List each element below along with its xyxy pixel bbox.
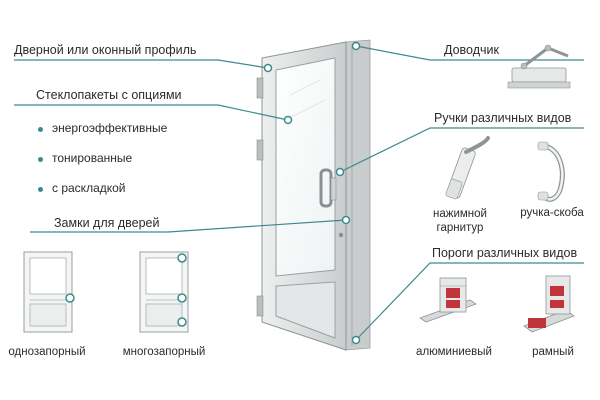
handle-type-pull: ручка-скоба	[520, 207, 584, 219]
multi-lock-door	[139, 251, 189, 333]
aluminium-threshold-icon	[419, 277, 477, 323]
label-handles: Ручки различных видов	[434, 111, 572, 125]
single-lock-door	[23, 251, 75, 333]
label-thresholds: Пороги различных видов	[432, 246, 578, 260]
bullet-3	[38, 187, 43, 192]
main-door	[256, 39, 371, 351]
glass-option-2: тонированные	[52, 151, 133, 165]
label-locks: Замки для дверей	[54, 216, 160, 230]
label-profile: Дверной или оконный профиль	[14, 43, 197, 57]
pull-handle-icon	[537, 141, 565, 202]
press-handle-icon	[445, 136, 490, 200]
lock-type-multi: многозапорный	[122, 346, 206, 358]
glass-option-1: энергоэффективные	[52, 121, 168, 135]
bullet-2	[38, 157, 43, 162]
frame-threshold-icon	[523, 275, 575, 333]
threshold-type-frame: рамный	[532, 346, 574, 358]
label-closer: Доводчик	[444, 43, 499, 57]
lock-type-single: однозапорный	[8, 346, 86, 358]
glass-option-3: с раскладкой	[52, 181, 126, 195]
label-glass: Стеклопакеты с опциями	[36, 88, 182, 102]
threshold-type-aluminium: алюминиевый	[416, 346, 492, 358]
door-closer-icon	[507, 44, 571, 89]
callout-dots	[263, 41, 361, 345]
handle-type-press: нажимной гарнитур	[433, 208, 487, 234]
bullet-1	[38, 127, 43, 132]
